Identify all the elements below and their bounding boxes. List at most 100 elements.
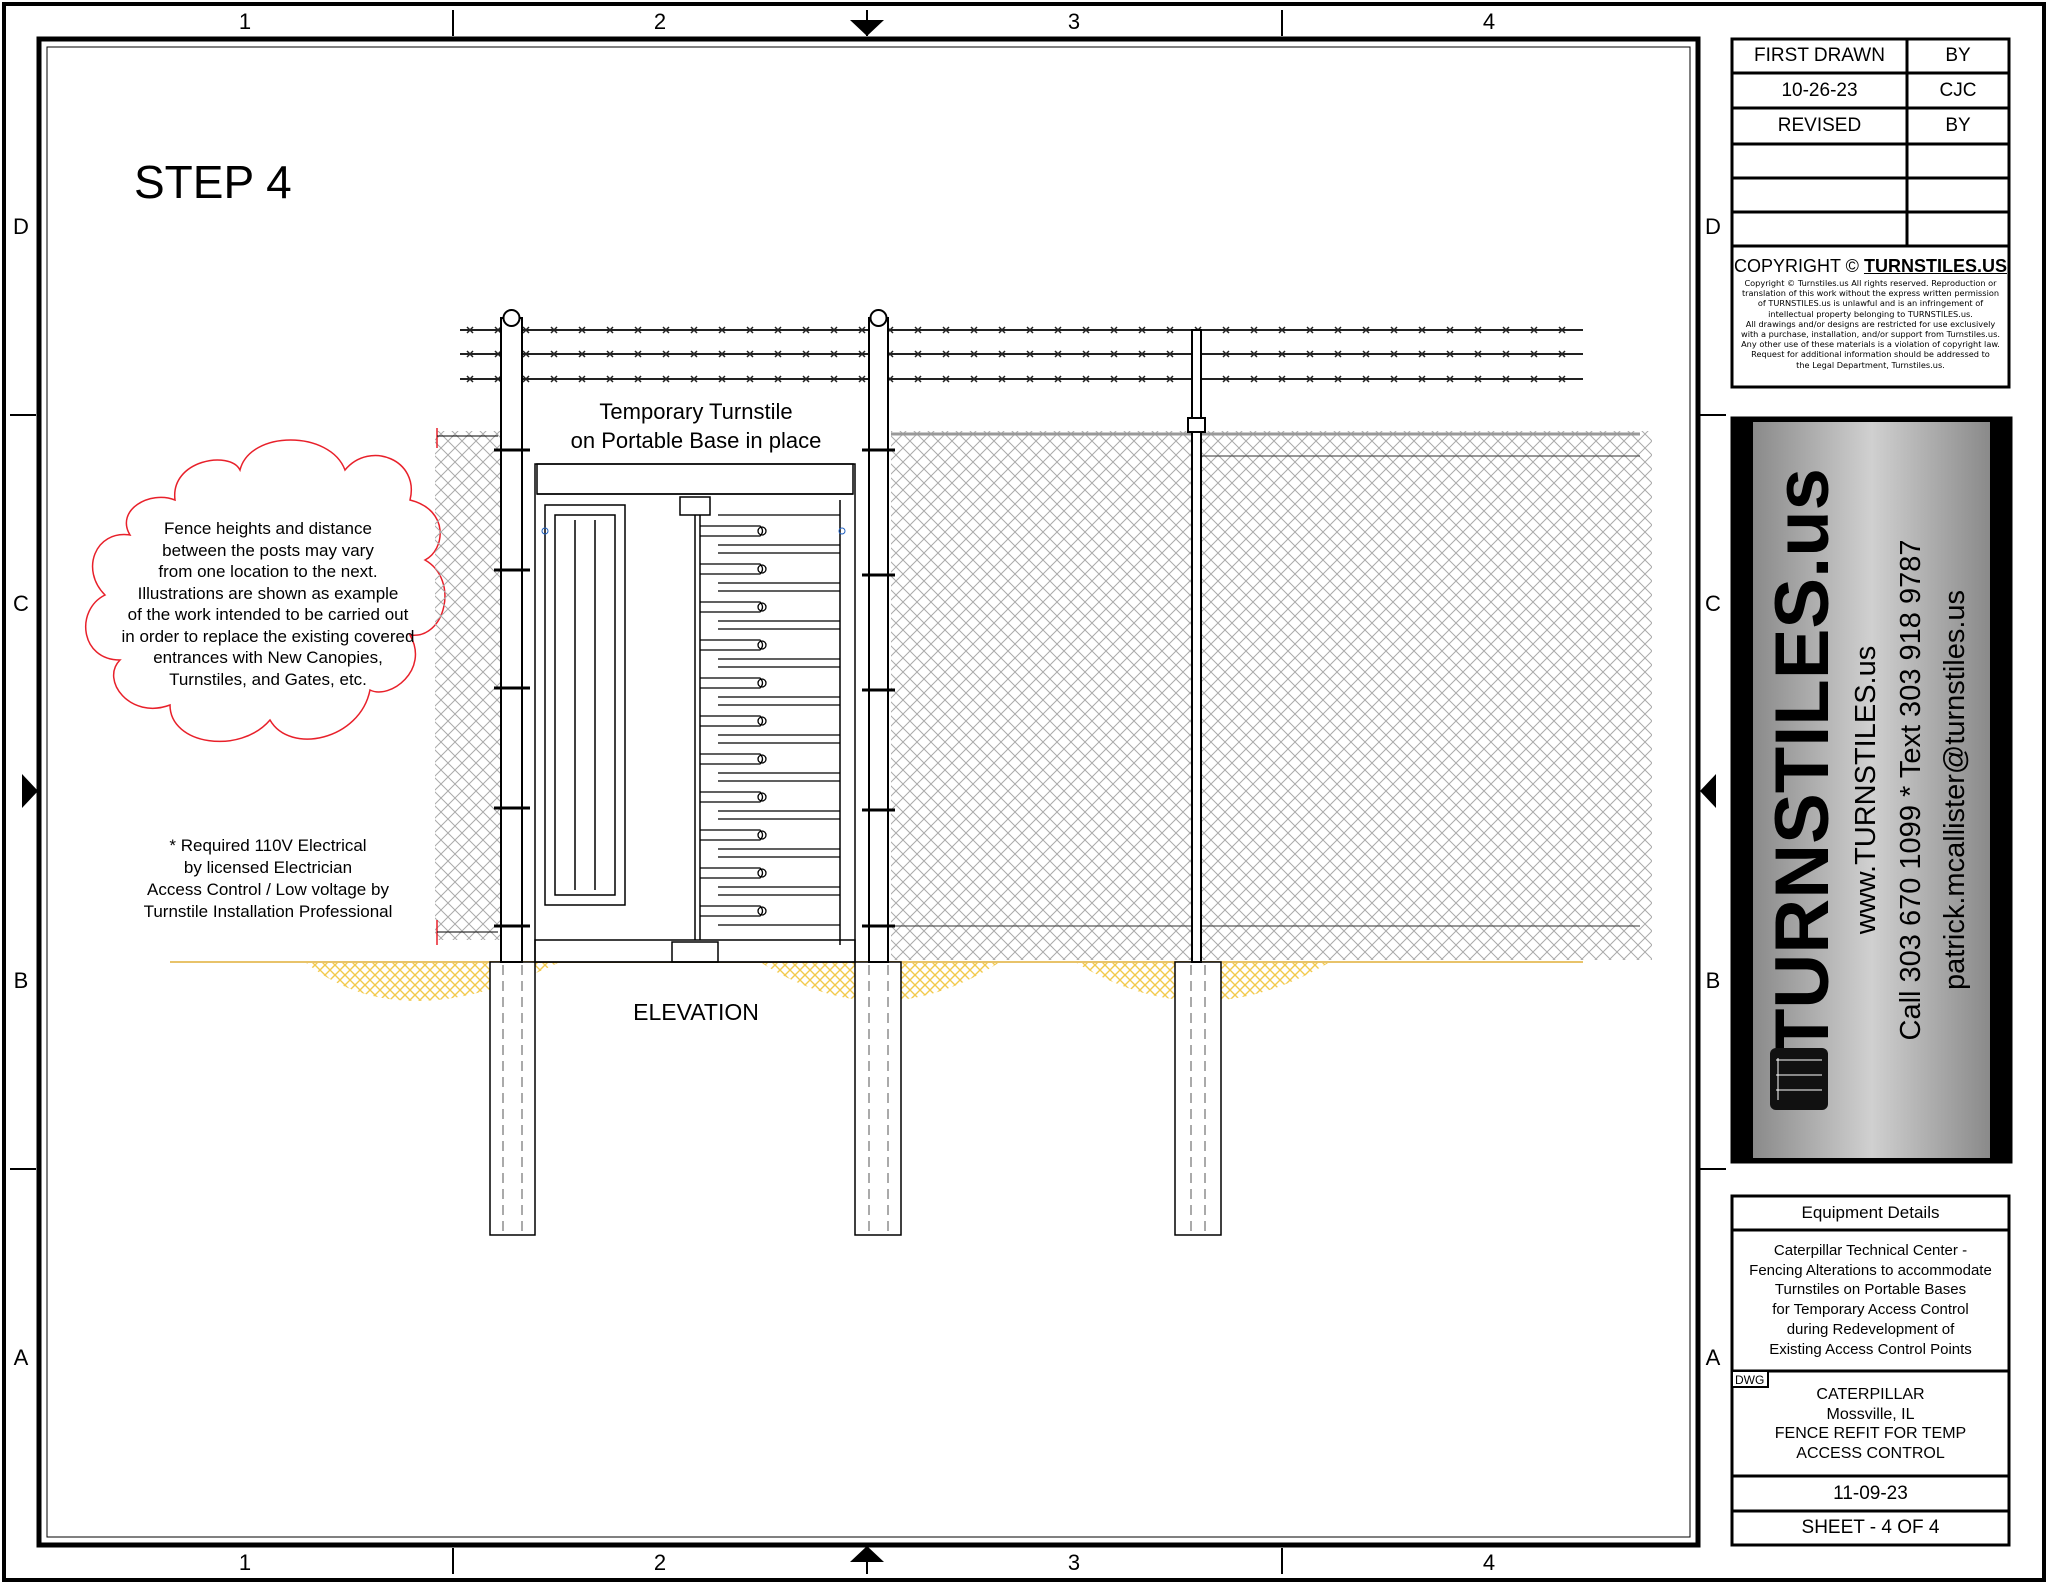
turnstile-arm xyxy=(700,514,840,546)
barb xyxy=(1362,375,1370,383)
barb xyxy=(718,375,726,383)
arm-end xyxy=(757,564,767,574)
barb xyxy=(1110,350,1118,358)
barb xyxy=(1530,326,1538,334)
barb xyxy=(1222,350,1230,358)
barb xyxy=(690,375,698,383)
barb xyxy=(634,375,642,383)
copyright-heading-text: COPYRIGHT © xyxy=(1734,256,1859,276)
step-title: STEP 4 xyxy=(134,156,292,208)
copyright-brand: TURNSTILES.US xyxy=(1863,256,2007,276)
barb xyxy=(1390,375,1398,383)
barb xyxy=(914,375,922,383)
chain-link-mesh-left xyxy=(435,431,501,940)
barb xyxy=(1558,375,1566,383)
arm-end xyxy=(757,868,767,878)
barb xyxy=(970,350,978,358)
logo-phone: Call 303 670 1099 * Text 303 918 9787 xyxy=(1895,540,1927,1041)
barb xyxy=(942,350,950,358)
barb xyxy=(522,375,530,383)
arm-end xyxy=(757,830,767,840)
svg-text:in order to replace the existi: in order to replace the existing covered xyxy=(122,627,415,646)
row-label: B xyxy=(14,968,29,993)
electrical-note: * Required 110V Electrical by licensed E… xyxy=(144,836,393,921)
barb xyxy=(1446,375,1454,383)
barb xyxy=(746,326,754,334)
row-label: C xyxy=(13,591,29,616)
barb xyxy=(1222,375,1230,383)
barb xyxy=(466,326,474,334)
turnstile-arm xyxy=(700,742,840,774)
turnstile-label: Temporary Turnstile on Portable Base in … xyxy=(571,399,822,453)
barb xyxy=(1418,375,1426,383)
barb xyxy=(1082,326,1090,334)
barb xyxy=(942,375,950,383)
arm-end xyxy=(757,792,767,802)
svg-text:from one location to the next.: from one location to the next. xyxy=(158,562,377,581)
barb xyxy=(1054,326,1062,334)
barb xyxy=(1502,326,1510,334)
barb xyxy=(1362,326,1370,334)
barb xyxy=(1306,326,1314,334)
barb xyxy=(550,375,558,383)
barb xyxy=(1166,375,1174,383)
column-label: 1 xyxy=(239,1550,251,1575)
arm-end xyxy=(757,906,767,916)
arm-end xyxy=(757,602,767,612)
barb xyxy=(1558,350,1566,358)
barb xyxy=(1306,375,1314,383)
turnstile-arm xyxy=(700,628,840,660)
by-label: BY xyxy=(1945,45,1971,66)
svg-text:between the posts may vary: between the posts may vary xyxy=(162,541,374,560)
barb xyxy=(1362,350,1370,358)
barb xyxy=(522,350,530,358)
barb xyxy=(1278,326,1286,334)
barb xyxy=(690,350,698,358)
barb xyxy=(998,326,1006,334)
barb xyxy=(830,326,838,334)
turnstile-unit xyxy=(534,463,856,963)
barb xyxy=(550,350,558,358)
barb xyxy=(774,375,782,383)
barb xyxy=(746,350,754,358)
barbs xyxy=(466,326,1566,383)
barb xyxy=(634,350,642,358)
barb xyxy=(858,350,866,358)
dwg-tag: DWG xyxy=(1735,1373,1764,1387)
barb xyxy=(1502,350,1510,358)
chain-link-mesh-right xyxy=(891,431,1652,960)
turnstile-arm xyxy=(700,894,840,926)
barb xyxy=(1250,375,1258,383)
column-label: 2 xyxy=(654,1550,666,1575)
elevation-label: ELEVATION xyxy=(633,999,759,1025)
revised-by-label: BY xyxy=(1945,115,1971,136)
row-label: D xyxy=(13,214,29,239)
barb xyxy=(1390,326,1398,334)
barb xyxy=(1390,350,1398,358)
barb xyxy=(998,350,1006,358)
turnstile-arm xyxy=(700,704,840,736)
barb xyxy=(578,326,586,334)
svg-text:Turnstile Installation Profess: Turnstile Installation Professional xyxy=(144,902,393,921)
barb xyxy=(970,326,978,334)
barb xyxy=(578,375,586,383)
row-label: C xyxy=(1705,591,1721,616)
barbed-wire xyxy=(460,329,1583,380)
barb xyxy=(662,326,670,334)
barb xyxy=(802,326,810,334)
barb xyxy=(914,326,922,334)
barb xyxy=(522,326,530,334)
barb xyxy=(1082,375,1090,383)
barb xyxy=(1110,326,1118,334)
barb xyxy=(690,326,698,334)
barb xyxy=(1474,375,1482,383)
barb xyxy=(1474,326,1482,334)
logo-website: www.TURNSTILES.us xyxy=(1850,646,1882,935)
barb xyxy=(1026,326,1034,334)
barb xyxy=(718,326,726,334)
arm-end xyxy=(757,640,767,650)
barb xyxy=(1474,350,1482,358)
revised-label: REVISED xyxy=(1777,115,1862,136)
